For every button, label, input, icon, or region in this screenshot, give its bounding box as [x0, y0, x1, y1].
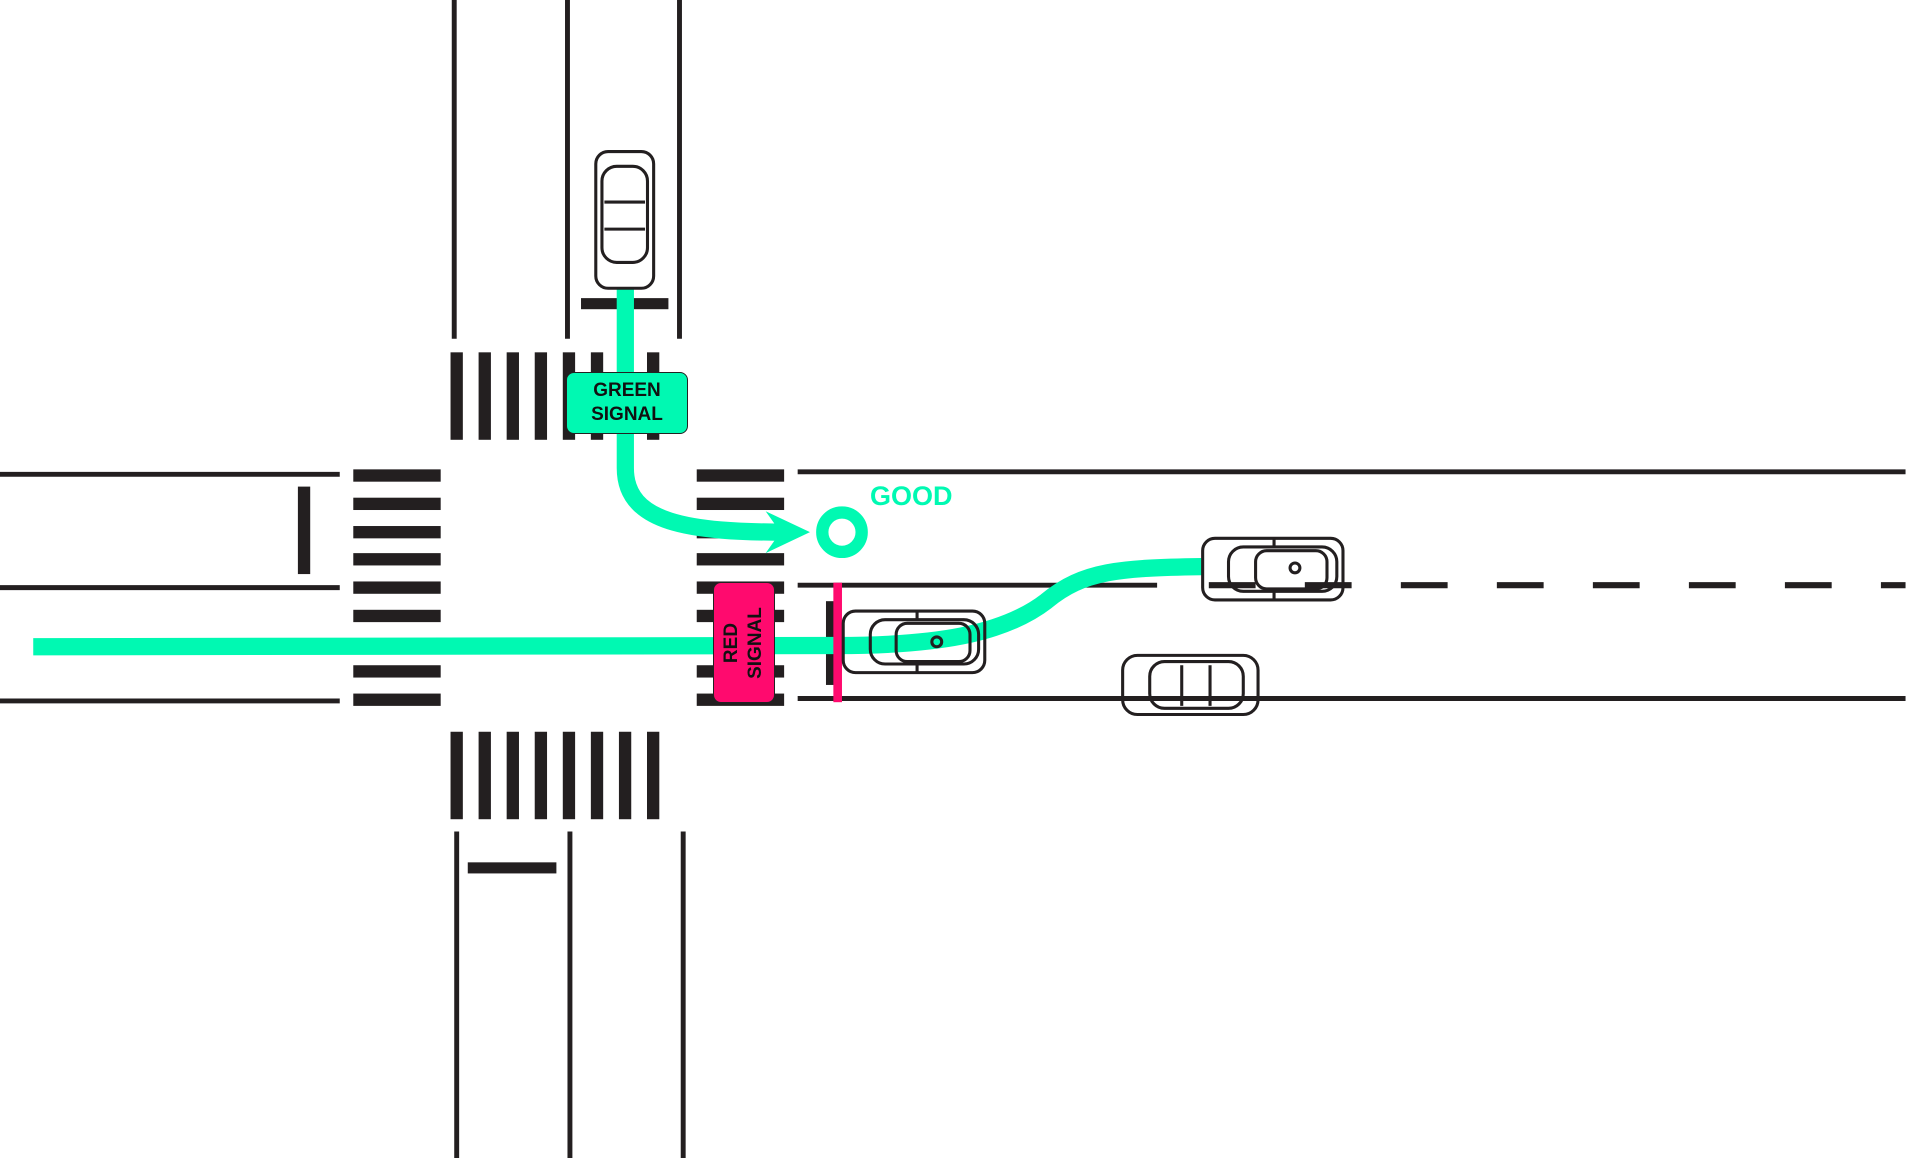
- vehicle-paths: [33, 289, 1202, 656]
- target-ring-icon: [816, 506, 868, 559]
- crosswalk-stripe: [353, 665, 441, 678]
- red-signal-line1: RED: [721, 622, 742, 663]
- crosswalk-stripe: [646, 731, 660, 820]
- crosswalk-stripe: [353, 553, 441, 566]
- arrow-head-icon: [765, 511, 810, 554]
- car-overtaking: [1201, 536, 1345, 602]
- red-stop-line: [833, 582, 842, 703]
- crosswalk-stripe: [353, 469, 441, 482]
- red-signal-label: RED SIGNAL: [713, 582, 775, 703]
- green-signal-line1: GREEN: [593, 380, 661, 401]
- crosswalk-stripe: [534, 352, 548, 440]
- crosswalk-stripe: [696, 497, 785, 511]
- crosswalk-stripe: [696, 469, 785, 482]
- crosswalk-stripe: [353, 609, 441, 623]
- crosswalk-stripe: [506, 731, 519, 820]
- crosswalk-stripe: [450, 352, 463, 440]
- green-signal-line2: SIGNAL: [591, 404, 663, 425]
- red-signal-path: [33, 558, 1202, 656]
- crosswalk-stripe: [562, 731, 576, 820]
- car-top: [594, 149, 656, 290]
- crosswalk-stripe: [478, 352, 491, 440]
- red-signal-text: RED SIGNAL: [720, 607, 768, 679]
- green-signal-label: GREEN SIGNAL: [566, 372, 688, 434]
- good-label: GOOD: [870, 481, 953, 511]
- crosswalk-stripe: [590, 731, 604, 820]
- crosswalk-stripe: [534, 731, 548, 820]
- crosswalk-stripe: [353, 497, 441, 511]
- crosswalk-stripe: [450, 731, 463, 820]
- red-signal-line2: SIGNAL: [745, 606, 766, 679]
- crosswalk-stripe: [506, 352, 519, 440]
- crosswalk-stripe: [618, 731, 632, 820]
- car-oncoming: [1121, 653, 1260, 717]
- crosswalk-stripe: [353, 526, 441, 539]
- crosswalk-stripe: [478, 731, 491, 820]
- car-stopped: [841, 609, 987, 675]
- crosswalk-stripe: [696, 553, 785, 566]
- crosswalk-stripe: [353, 693, 441, 706]
- crosswalk-stripe: [353, 581, 441, 594]
- green-signal-path: [616, 289, 788, 541]
